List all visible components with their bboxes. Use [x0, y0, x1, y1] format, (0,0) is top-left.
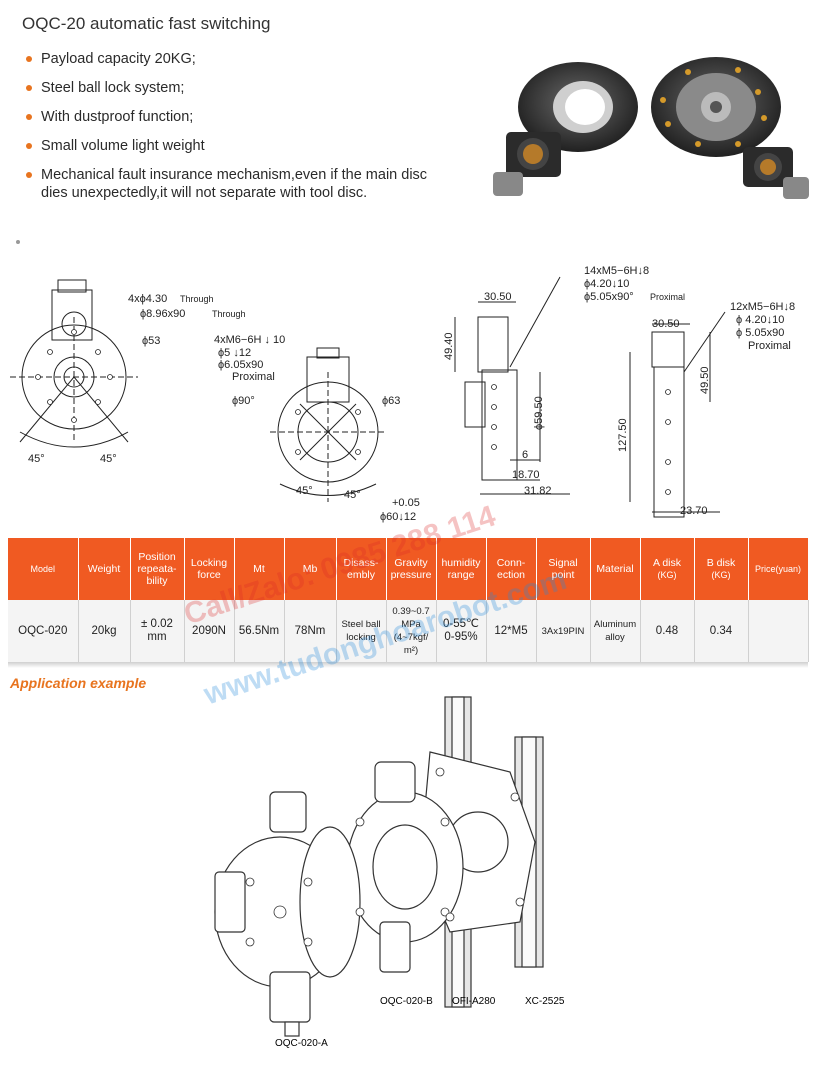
col-model: Model — [8, 538, 79, 600]
cell-model: OQC-020 — [8, 600, 79, 662]
cell-humidity-range: 0-55℃ 0-95% — [436, 600, 487, 662]
col-price: Price(yuan) — [748, 538, 809, 600]
d2-bore: ϕ5 ↓12 — [218, 347, 251, 359]
cell-mt: 56.5Nm — [234, 600, 285, 662]
d4-v: 23.70 — [680, 505, 708, 517]
cell-price — [748, 600, 809, 662]
cell-repeatability: ± 0.02 mm — [130, 600, 185, 662]
col-material: Material — [590, 538, 641, 600]
col-mt: Mt — [234, 538, 285, 600]
d4-csink: ϕ 5.05x90 — [736, 327, 784, 339]
col-weight: Weight — [78, 538, 131, 600]
col-signal-point: Signal point — [536, 538, 591, 600]
d4-h2: 127.50 — [617, 418, 629, 452]
d4-w: 30.50 — [652, 318, 680, 330]
cell-disassembly: Steel ball locking — [336, 600, 387, 662]
bullet-dot-icon — [26, 143, 32, 149]
d1-angle-b: 45° — [100, 453, 117, 465]
col-disassembly: Disass-embly — [336, 538, 387, 600]
col-humidity-range: humidity range — [436, 538, 487, 600]
bullet-dot-icon — [26, 114, 32, 120]
label-xc-2525: XC-2525 — [525, 996, 565, 1007]
cell-gravity-pressure: 0.39~0.7 MPa (4~7kgf/ m²) — [386, 600, 437, 662]
d3-w: 30.50 — [484, 291, 512, 303]
table-shadow-divider — [8, 662, 808, 668]
col-gravity-pressure: Gravity pressure — [386, 538, 437, 600]
d3-v3: 31.82 — [524, 485, 552, 497]
d4-bore: ϕ 4.20↓10 — [736, 314, 784, 326]
cell-mb: 78Nm — [284, 600, 337, 662]
d1-holes: 4xϕ4.30 — [128, 293, 167, 305]
cell-signal-point: 3Ax19PIN — [536, 600, 591, 662]
col-repeatability: Position repeata-bility — [130, 538, 185, 600]
cell-b-disk: 0.34 — [694, 600, 749, 662]
label-oqc-020-b: OQC-020-B — [380, 996, 433, 1007]
cell-a-disk: 0.48 — [640, 600, 695, 662]
feature-list: Payload capacity 20KG; Steel ball lock s… — [26, 50, 461, 213]
d4-h1: 49.50 — [699, 366, 711, 394]
d1-cbore-note: Through — [212, 309, 246, 319]
d2-dia-b: ϕ63 — [382, 395, 400, 407]
page-title: OQC-20 automatic fast switching — [22, 14, 271, 33]
feature-item: Mechanical fault insurance mechanism,eve… — [26, 166, 431, 202]
col-a-disk: A disk(KG) — [640, 538, 695, 600]
table-row: OQC-020 20kg ± 0.02 mm 2090N 56.5Nm 78Nm… — [8, 600, 809, 662]
col-locking-force: Locking force — [184, 538, 235, 600]
d3-bore: ϕ4.20↓10 — [584, 278, 629, 290]
bullet-dot-icon — [26, 172, 32, 178]
d2-csink-note: Proximal — [232, 371, 275, 383]
application-title: Application example — [10, 675, 147, 691]
d2-thread: 4xM6−6H ↓ 10 — [214, 334, 285, 346]
d2-angle-b: 45° — [344, 489, 361, 501]
d1-cbore: ϕ8.96x90 — [140, 308, 185, 320]
d3-thread: 14xM5−6H↓8 — [584, 265, 649, 277]
d2-csink: ϕ6.05x90 — [218, 359, 263, 371]
application-illustration: OQC-020-A OQC-020-B OFI-A280 XC-2525 — [214, 696, 565, 1049]
feature-item: Payload capacity 20KG; — [26, 50, 461, 68]
d3-csink-note: Proximal — [650, 292, 685, 302]
bullet-dot-icon — [26, 56, 32, 62]
separator-dot — [16, 240, 20, 244]
d3-csink: ϕ5.05x90° — [584, 291, 634, 303]
cell-locking-force: 2090N — [184, 600, 235, 662]
feature-item: Steel ball lock system; — [26, 79, 461, 97]
d4-csink-note: Proximal — [748, 340, 791, 352]
d2-recess: ϕ60↓12 — [380, 511, 416, 523]
technical-drawings: 4xϕ4.30 Through ϕ8.96x90 Through ϕ53 45°… — [10, 265, 795, 523]
d3-v2: 18.70 — [512, 469, 540, 481]
product-photo — [493, 57, 809, 199]
col-mb: Mb — [284, 538, 337, 600]
feature-item: With dustproof function; — [26, 108, 461, 126]
d2-dia-a: ϕ90° — [232, 395, 255, 407]
d3-v1: 6 — [522, 449, 528, 461]
d3-d: ϕ59.50 — [533, 396, 545, 430]
d1-dia: ϕ53 — [142, 335, 160, 347]
d1-holes-note: Through — [180, 294, 214, 304]
spec-table: Model Weight Position repeata-bility Loc… — [8, 538, 809, 662]
col-b-disk: B disk(KG) — [694, 538, 749, 600]
d4-thread: 12xM5−6H↓8 — [730, 301, 795, 313]
label-oqc-020-a: OQC-020-A — [275, 1038, 328, 1049]
table-header-row: Model Weight Position repeata-bility Loc… — [8, 538, 809, 600]
cell-weight: 20kg — [78, 600, 131, 662]
label-ofi-a280: OFI-A280 — [452, 996, 496, 1007]
d2-tol: +0.05 — [392, 497, 420, 509]
d1-angle-a: 45° — [28, 453, 45, 465]
d2-angle-a: 45° — [296, 485, 313, 497]
feature-item: Small volume light weight — [26, 137, 461, 155]
d3-h1: 49.40 — [443, 332, 455, 360]
bullet-dot-icon — [26, 85, 32, 91]
cell-material: Aluminum alloy — [590, 600, 641, 662]
cell-connection: 12*M5 — [486, 600, 537, 662]
col-connection: Conn-ection — [486, 538, 537, 600]
